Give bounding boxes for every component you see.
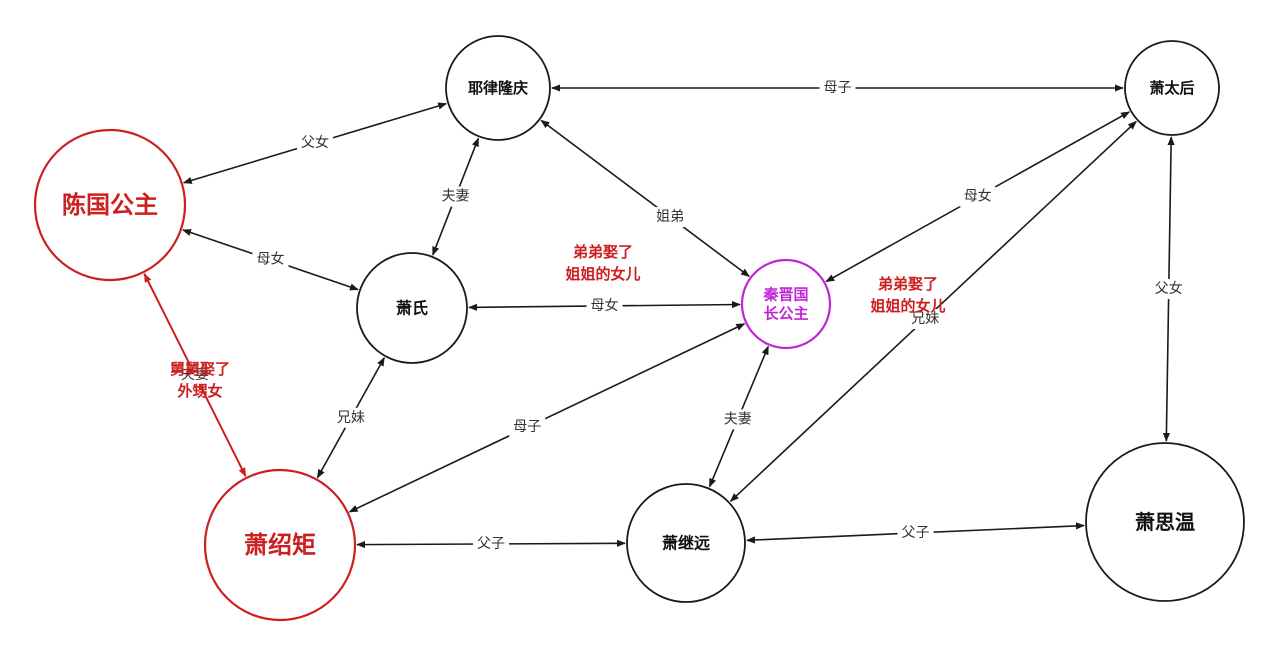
edge-xiaojiyuan-xiaosiwen: 父子: [746, 522, 1085, 544]
edge-label: 母女: [256, 251, 284, 268]
edge-qinjin-xiaojiyuan: 夫妻: [708, 345, 769, 488]
node-xiaoshaoju: 萧绍矩: [203, 468, 357, 622]
node-circle: [33, 128, 187, 282]
note-line: 姐姐的女儿: [870, 297, 945, 315]
node-label: 陈国公主: [62, 191, 158, 219]
node-xiaosiwen: 萧思温: [1085, 442, 1245, 602]
node-circle: [445, 35, 551, 141]
node-label: 耶律隆庆: [468, 79, 528, 97]
edge-xiaotaihou-xiaojiyuan: 兄妹: [729, 120, 1137, 502]
edge-qinjin-xiaoshi: 母女: [468, 295, 741, 316]
note-line: 弟弟娶了: [878, 275, 938, 293]
edge-label: 夫妻: [442, 189, 470, 205]
note-line: 外甥女: [176, 382, 222, 400]
edge-label: 父女: [301, 134, 329, 151]
node-label: 萧继远: [662, 534, 710, 553]
edge-label: 父子: [902, 525, 930, 541]
edge-label: 夫妻: [181, 367, 209, 383]
edges-layer: 父女母子夫妻母女姐弟母女母女夫妻兄妹母子夫妻兄妹父女父子父子: [143, 78, 1187, 554]
edge-xiaoshaoju-xiaojiyuan: 父子: [356, 533, 626, 554]
edge-label: 兄妹: [337, 410, 365, 426]
edge-label: 父子: [477, 536, 505, 552]
edge-label: 兄妹: [911, 311, 939, 327]
edge-label-bg: [897, 522, 934, 543]
edge-chen-xiaoshi: 母女: [182, 229, 359, 291]
edge-label: 母子: [824, 80, 852, 96]
edge-yelv-xiaotaihou: 母子: [551, 78, 1124, 98]
node-xiaoshi: 萧氏: [356, 252, 468, 364]
node-circle: [626, 483, 746, 603]
edge-label: 父女: [1155, 280, 1183, 297]
edge-chen-xiaoshaoju: 夫妻: [143, 273, 247, 477]
note-line: 姐姐的女儿: [565, 265, 640, 283]
edge-label-bg: [819, 78, 856, 98]
node-label-line: 秦晋国: [762, 286, 808, 304]
edge-label: 夫妻: [724, 411, 752, 427]
edge-label-bg: [437, 186, 474, 207]
node-label-line: 长公主: [763, 305, 808, 323]
node-circle: [1124, 40, 1220, 136]
node-chen: 陈国公主: [33, 128, 187, 282]
edge-xiaotaihou-xiaosiwen: 父女: [1150, 136, 1187, 442]
edge-chen-yelv: 父女: [182, 102, 448, 184]
edge-label-bg: [1150, 279, 1187, 300]
edge-label-bg: [509, 417, 546, 438]
edge-line: [540, 119, 750, 278]
node-circle: [740, 258, 832, 350]
edge-yelv-xiaoshi: 夫妻: [432, 137, 480, 256]
node-xiaojiyuan: 萧继远: [626, 483, 746, 603]
note-line: 舅舅娶了: [170, 360, 230, 378]
edge-line: [348, 323, 746, 513]
node-label: 萧太后: [1149, 79, 1194, 97]
node-circle: [203, 468, 357, 622]
note-line: 弟弟娶了: [573, 243, 633, 261]
node-label: 萧思温: [1135, 510, 1195, 534]
edge-label-bg: [907, 308, 944, 329]
node-xiaotaihou: 萧太后: [1124, 40, 1220, 136]
edge-label: 母女: [590, 297, 618, 314]
node-circle: [356, 252, 468, 364]
node-label: 萧氏: [396, 299, 428, 318]
edge-xiaoshi-xiaoshaoju: 兄妹: [316, 357, 385, 479]
edge-label-bg: [297, 133, 334, 154]
node-yelv: 耶律隆庆: [445, 35, 551, 141]
edge-xiaotaihou-qinjin: 母女: [825, 111, 1131, 283]
edge-label-bg: [177, 365, 213, 385]
edge-label-bg: [652, 207, 689, 228]
edge-label-bg: [586, 295, 623, 316]
edge-label: 姐弟: [656, 209, 684, 225]
edge-label-bg: [472, 533, 509, 554]
edge-qinjin-xiaoshaoju: 母子: [348, 323, 746, 513]
edge-label: 母女: [964, 188, 992, 205]
edge-yelv-qinjin: 姐弟: [540, 119, 750, 278]
node-label: 萧绍矩: [244, 531, 316, 559]
edge-label-bg: [252, 249, 289, 270]
edge-label: 母子: [513, 419, 541, 435]
node-circle: [1085, 442, 1245, 602]
